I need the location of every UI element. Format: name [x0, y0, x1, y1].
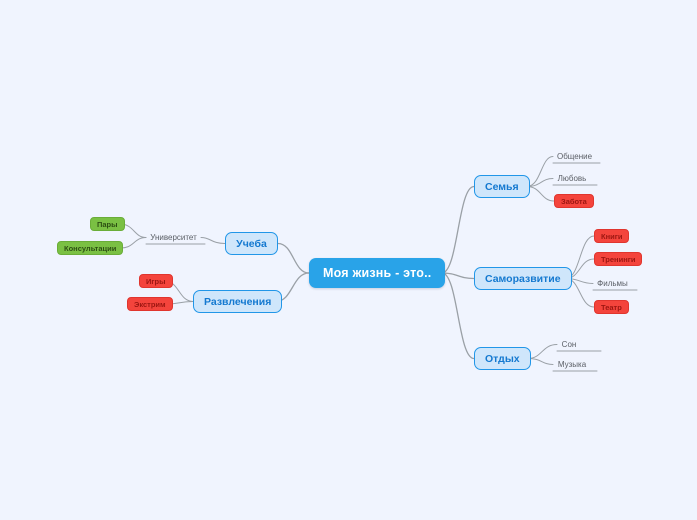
branch-node-учеба[interactable]: Учеба: [225, 232, 278, 255]
leaf-node-экстрим-label: Экстрим: [134, 299, 166, 309]
leaf-node-общение[interactable]: Общение: [553, 150, 596, 163]
leaf-node-забота-label: Забота: [561, 196, 587, 206]
leaf-node-экстрим[interactable]: Экстрим: [127, 297, 173, 311]
connector-line: [441, 272, 475, 360]
branch-node-семья[interactable]: Семья: [474, 175, 530, 198]
branch-node-учеба-label: Учеба: [236, 237, 267, 250]
connector-line: [200, 237, 226, 244]
connector-line: [441, 272, 475, 280]
branch-node-развлечения[interactable]: Развлечения: [193, 290, 283, 313]
leaf-node-театр[interactable]: Театр: [594, 300, 629, 314]
leaf-node-игры[interactable]: Игры: [139, 274, 173, 288]
leaf-node-забота[interactable]: Забота: [554, 194, 594, 208]
leaf-node-университет[interactable]: Университет: [146, 231, 201, 244]
leaf-node-книги[interactable]: Книги: [594, 229, 630, 243]
leaf-node-общение-label: Общение: [557, 152, 593, 161]
leaf-node-игры-label: Игры: [146, 276, 166, 286]
connector-line: [277, 242, 310, 274]
branch-node-саморазвитие-label: Саморазвитие: [485, 272, 561, 285]
leaf-node-тренинги-label: Тренинги: [601, 254, 636, 264]
leaf-node-любовь[interactable]: Любовь: [553, 172, 591, 185]
leaf-node-пары-label: Пары: [97, 219, 118, 229]
leaf-node-театр-label: Театр: [601, 302, 622, 312]
connector-line: [526, 178, 554, 187]
leaf-node-консультации[interactable]: Консультации: [57, 241, 124, 255]
leaf-node-университет-label: Университет: [150, 233, 197, 242]
connector-line: [526, 186, 555, 202]
root-node-label: Моя жизнь - это..: [323, 266, 432, 280]
leaf-node-фильмы-label: Фильмы: [597, 279, 628, 288]
leaf-node-книги-label: Книги: [601, 231, 623, 241]
leaf-node-фильмы[interactable]: Фильмы: [593, 277, 632, 290]
leaf-node-тренинги[interactable]: Тренинги: [594, 252, 643, 266]
leaf-node-сон[interactable]: Сон: [557, 338, 581, 351]
leaf-node-пары[interactable]: Пары: [90, 217, 125, 231]
branch-node-развлечения-label: Развлечения: [204, 295, 272, 308]
leaf-node-музыка-label: Музыка: [557, 360, 587, 369]
leaf-node-консультации-label: Консультации: [64, 243, 117, 253]
branch-node-отдых[interactable]: Отдых: [474, 347, 531, 370]
connector-line: [526, 156, 554, 187]
leaf-node-музыка[interactable]: Музыка: [553, 358, 591, 371]
branch-node-отдых-label: Отдых: [485, 352, 520, 365]
connector-line: [527, 358, 554, 365]
branch-node-семья-label: Семья: [485, 180, 519, 193]
connector-line: [527, 344, 558, 359]
root-node[interactable]: Моя жизнь - это..: [309, 258, 446, 288]
connector-line: [441, 185, 475, 274]
branch-node-саморазвитие[interactable]: Саморазвитие: [474, 267, 572, 290]
leaf-node-любовь-label: Любовь: [557, 174, 587, 183]
connector-line: [120, 237, 147, 249]
leaf-node-сон-label: Сон: [561, 340, 577, 349]
